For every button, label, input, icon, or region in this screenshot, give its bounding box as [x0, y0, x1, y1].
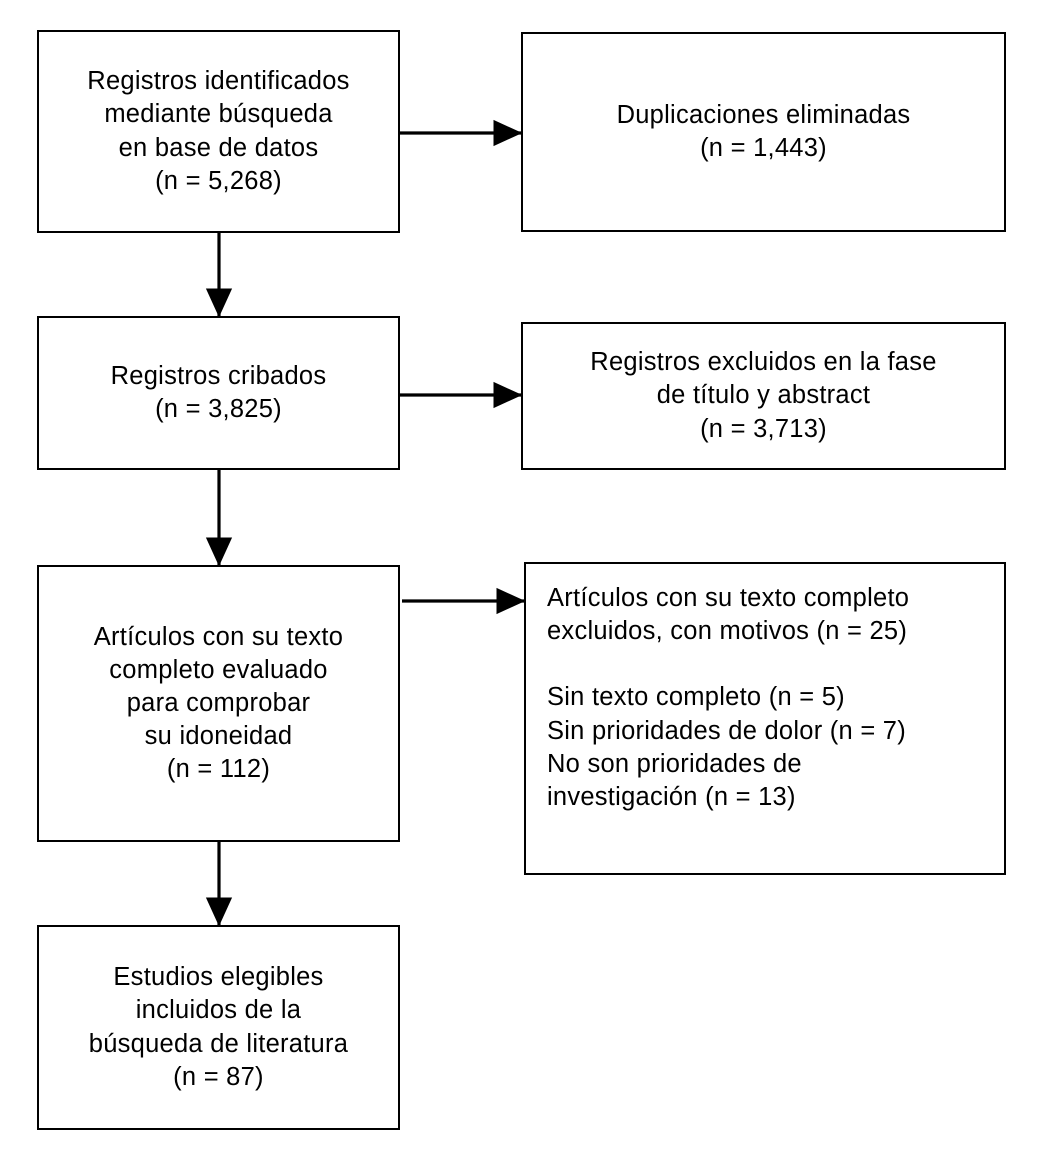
fulltext-assessed-text: Artículos con su texto completo evaluado… [93, 622, 344, 784]
duplicates-removed-box: Duplicaciones eliminadas (n = 1,443) [521, 32, 1006, 232]
records-identified-text: Registros identificados mediante búsqued… [87, 67, 350, 195]
records-identified-box: Registros identificados mediante búsqued… [37, 30, 400, 233]
studies-included-box: Estudios elegibles incluidos de la búsqu… [37, 925, 400, 1130]
records-screened-box: Registros cribados (n = 3,825) [37, 316, 400, 470]
records-excluded-title-abstract-box: Registros excluidos en la fase de título… [521, 322, 1006, 470]
duplicates-removed-text: Duplicaciones eliminadas (n = 1,443) [616, 100, 911, 162]
fulltext-excluded-with-reasons-text: Artículos con su texto completo excluido… [547, 584, 910, 811]
fulltext-assessed-box: Artículos con su texto completo evaluado… [37, 565, 400, 842]
fulltext-excluded-with-reasons-box: Artículos con su texto completo excluido… [524, 562, 1006, 875]
records-excluded-title-abstract-text: Registros excluidos en la fase de título… [590, 348, 937, 443]
records-screened-text: Registros cribados (n = 3,825) [110, 361, 327, 423]
studies-included-text: Estudios elegibles incluidos de la búsqu… [88, 963, 349, 1091]
